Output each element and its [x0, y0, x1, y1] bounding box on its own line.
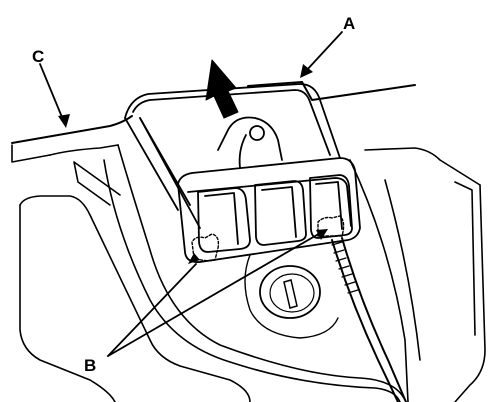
up-arrow-icon	[205, 59, 239, 119]
callout-label-a: A	[343, 14, 355, 33]
hidden-clip	[191, 215, 345, 262]
callout-label-b: B	[84, 356, 96, 375]
slotted-bracket	[177, 157, 361, 263]
leader-lines	[39, 31, 343, 357]
lock-recess	[244, 254, 339, 339]
body-panel-edge	[11, 81, 416, 144]
lift-tab	[124, 83, 341, 229]
callout-label-c: C	[32, 47, 44, 66]
release-cable	[331, 237, 407, 402]
trim-panel-outline	[11, 144, 486, 402]
lock-cylinder-icon	[259, 265, 321, 319]
leader-arrowheads	[58, 64, 328, 264]
